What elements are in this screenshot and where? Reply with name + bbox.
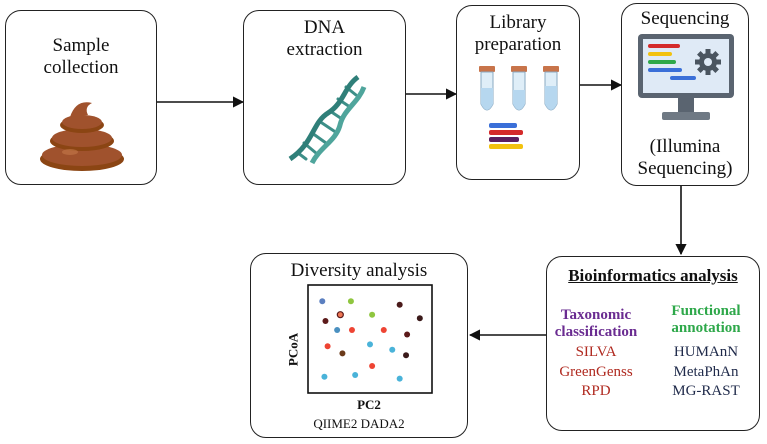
- test-tube-icon: [479, 66, 495, 111]
- taxonomic-heading: Taxonomic classification: [551, 307, 641, 342]
- library-preparation-box: Library preparation: [456, 5, 580, 180]
- test-tube-icon: [543, 66, 559, 111]
- bioinformatics-title: Bioinformatics analysis: [568, 266, 738, 285]
- scatter-point: [322, 318, 329, 324]
- plot-frame: [307, 284, 433, 394]
- poop-icon: [40, 102, 124, 171]
- dna-helix-icon: [288, 74, 367, 165]
- scatter-point: [348, 327, 355, 333]
- tool-greengenss: GreenGenss: [559, 363, 633, 380]
- scatter-point: [324, 343, 331, 350]
- pcoa-axis-label: PCoA: [285, 332, 301, 367]
- sample-title-line1: Sample: [52, 35, 110, 56]
- tool-humann: HUMAnN: [673, 344, 739, 360]
- taxonomic-heading-line2: classification: [554, 324, 638, 341]
- computer-monitor-icon: [638, 34, 734, 120]
- scatter-point: [334, 327, 341, 333]
- tool-metaphan: MetaPhAn: [673, 363, 739, 380]
- scatter-point: [321, 373, 328, 380]
- dna-title-line1: DNA: [303, 17, 346, 38]
- scatter-point: [347, 298, 354, 305]
- scatter-point: [319, 298, 326, 305]
- scatter-point: [336, 311, 344, 319]
- functional-heading-line2: annotation: [671, 320, 741, 337]
- functional-heading-line1: Functional: [671, 303, 741, 319]
- pcoa-scatter-plot: [307, 284, 433, 394]
- gear-icon: [695, 49, 721, 75]
- library-fragments-icon: [489, 123, 523, 149]
- sequencing-title: Sequencing: [640, 8, 730, 29]
- scatter-point: [367, 341, 373, 348]
- diversity-title: Diversity analysis: [290, 260, 428, 281]
- sample-title: Sample collection: [6, 35, 156, 79]
- functional-heading: Functional annotation: [657, 303, 755, 338]
- taxonomic-tools-list: SILVA GreenGenss RPD: [551, 343, 641, 402]
- scatter-point: [369, 311, 376, 318]
- sequencing-box: Sequencing (Illumina Sequencing): [621, 3, 749, 186]
- dna-title: DNA extraction: [244, 17, 405, 61]
- tool-mg-rast: MG-RAST: [672, 383, 740, 399]
- pc2-axis-label: PC2: [357, 397, 381, 412]
- test-tubes-icon: [479, 66, 559, 111]
- library-title-line1: Library: [489, 12, 547, 33]
- scatter-point: [380, 327, 387, 333]
- scatter-point: [416, 315, 423, 322]
- sequencing-subtitle: (Illumina Sequencing): [622, 136, 748, 180]
- scatter-point: [396, 301, 403, 308]
- sample-title-line2: collection: [43, 56, 119, 78]
- dna-title-line2: extraction: [286, 38, 363, 60]
- test-tube-icon: [511, 66, 527, 111]
- sequencing-subtitle-line1: (Illumina: [649, 136, 721, 157]
- scatter-point: [352, 372, 359, 378]
- scatter-point: [339, 350, 346, 357]
- functional-tools-list: HUMAnN MetaPhAn MG-RAST: [657, 343, 755, 402]
- tool-rpd: RPD: [581, 383, 611, 399]
- sample-collection-box: Sample collection: [5, 10, 157, 185]
- bioinformatics-box: Bioinformatics analysis Taxonomic classi…: [546, 256, 760, 431]
- tool-silva: SILVA: [575, 344, 617, 360]
- scatter-point: [403, 352, 410, 359]
- taxonomic-heading-line1: Taxonomic: [560, 307, 632, 323]
- library-title: Library preparation: [457, 12, 579, 56]
- scatter-point: [389, 346, 396, 353]
- diversity-analysis-box: Diversity analysis PCoA PC2 QIIME2 DADA2: [250, 253, 468, 438]
- diversity-tools: QIIME2 DADA2: [313, 416, 405, 431]
- scatter-point: [404, 331, 411, 338]
- scatter-point: [396, 375, 403, 382]
- scatter-point: [369, 363, 376, 369]
- dna-extraction-box: DNA extraction: [243, 10, 406, 185]
- sequencing-subtitle-line2: Sequencing): [637, 157, 733, 179]
- library-title-line2: preparation: [474, 33, 562, 55]
